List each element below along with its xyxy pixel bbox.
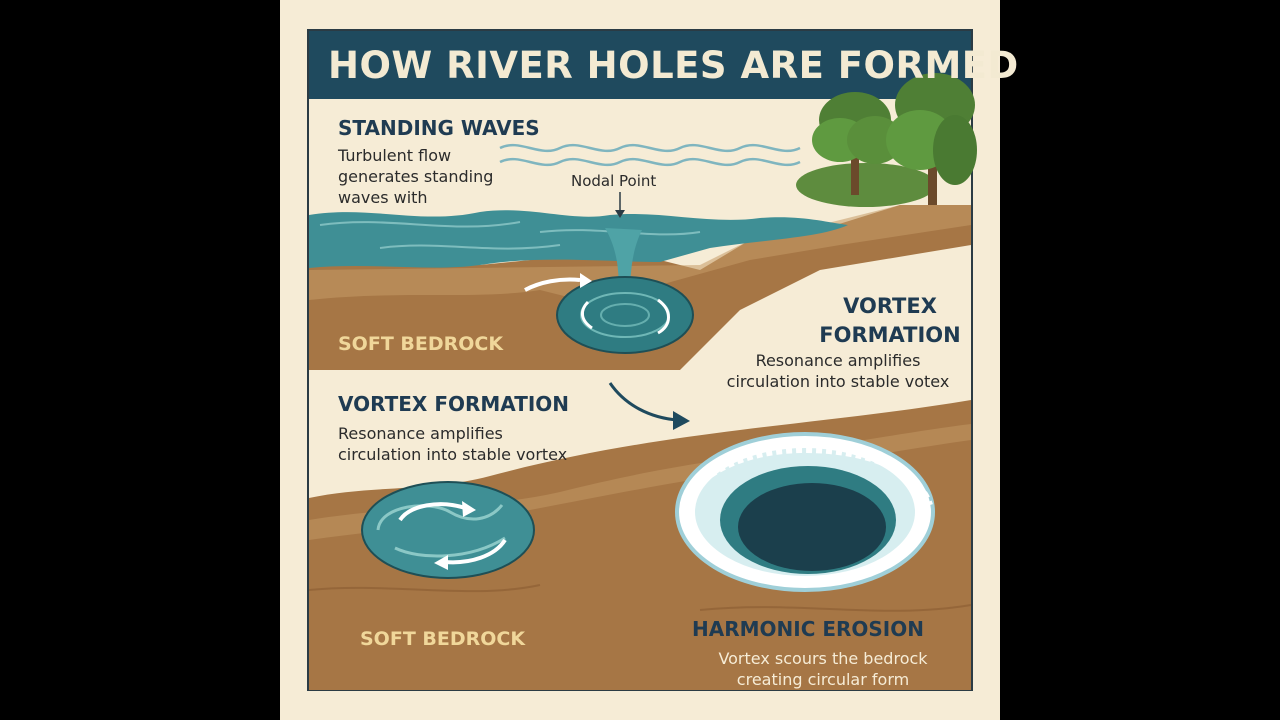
- page-title: HOW RIVER HOLES ARE FORMED: [328, 44, 1019, 87]
- vortex-formation-heading-left: VORTEX FORMATION: [338, 392, 570, 416]
- harmonic-erosion-body: Vortex scours the bedrock creating circu…: [698, 648, 948, 690]
- body-line: Resonance amplifies: [338, 424, 503, 443]
- standing-waves-body: Turbulent flow generates standing waves …: [338, 145, 493, 208]
- soft-bedrock-label-bottom: SOFT BEDROCK: [360, 628, 526, 650]
- title-bar: [309, 31, 971, 99]
- body-line: Resonance amplifies: [755, 351, 921, 370]
- body-line: Turbulent flow: [338, 146, 452, 165]
- nodal-point-label: Nodal Point: [571, 172, 657, 190]
- soft-bedrock-label-top: SOFT BEDROCK: [338, 333, 504, 355]
- vortex-formation-body-right: Resonance amplifies circulation into sta…: [718, 350, 958, 392]
- body-line: creating circular form: [736, 670, 910, 689]
- heading-line: FORMATION: [819, 323, 961, 347]
- erosion-hole: [675, 432, 935, 592]
- transition-arrow: [608, 382, 679, 422]
- body-line: circulation into stable vortex: [338, 445, 568, 464]
- vortex-formation-heading-right: VORTEX FORMATION: [790, 292, 990, 350]
- standing-waves-icon: [499, 143, 801, 167]
- trees-illustration: [796, 73, 977, 207]
- harmonic-erosion-heading: HARMONIC EROSION: [692, 617, 924, 641]
- body-line: generates standing: [338, 167, 494, 186]
- illustration: [307, 29, 977, 691]
- poster: HOW RIVER HOLES ARE FORMED STANDING WAVE…: [280, 0, 1018, 720]
- plunge-funnel: [605, 228, 642, 300]
- vortex-pool: [556, 276, 694, 354]
- river-water: [309, 210, 848, 268]
- standing-waves-heading: STANDING WAVES: [338, 116, 540, 140]
- vortex-formation-body-left: Resonance amplifies circulation into sta…: [338, 423, 567, 465]
- body-line: Vortex scours the bedrock: [718, 649, 928, 668]
- body-line: waves with: [338, 188, 428, 207]
- body-line: circulation into stable votex: [726, 372, 950, 391]
- heading-line: VORTEX: [843, 294, 937, 318]
